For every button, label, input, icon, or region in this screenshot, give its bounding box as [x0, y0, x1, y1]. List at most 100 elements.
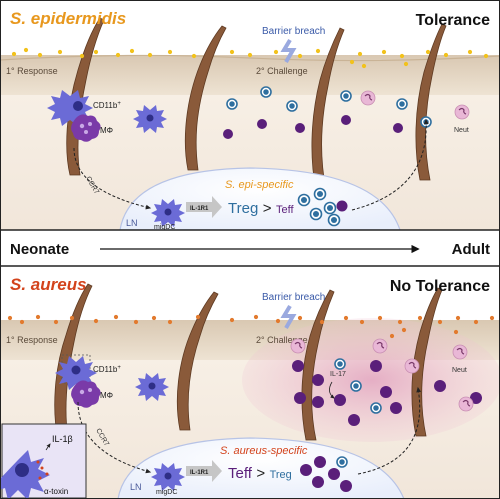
bacterium — [483, 53, 489, 59]
bacterium — [247, 52, 253, 58]
bacterium — [455, 315, 461, 321]
top-migdc-label: migDC — [154, 224, 175, 231]
treg-cell — [297, 193, 311, 207]
teff-cell — [470, 392, 482, 404]
inset-dc-nucleus — [15, 463, 29, 477]
treg-cell — [350, 380, 362, 392]
top-ln-label: LN — [126, 218, 138, 228]
teff-cell — [390, 402, 402, 414]
bacterium — [425, 49, 431, 55]
teff-cell — [434, 380, 446, 392]
bacterium — [315, 48, 321, 54]
bottom-barrier-label: Barrier breach — [262, 292, 325, 303]
bottom-challenge-label: 2° Challenge — [256, 335, 308, 345]
bottom-panel: S. aureus No Tolerance Barrier breach 1°… — [0, 266, 500, 499]
bottom-specific-label: S. aureus-specific — [220, 445, 308, 457]
bacterium — [473, 319, 479, 325]
treg-cell — [396, 98, 408, 110]
bottom-resident-dc-cell — [135, 373, 169, 401]
timeline: Neonate Adult — [0, 230, 500, 266]
bacterium — [443, 52, 449, 58]
bottom-outcome: No Tolerance — [390, 278, 490, 295]
svg-text:IL-1R1: IL-1R1 — [190, 206, 209, 212]
il17-label: IL-17 — [330, 371, 346, 378]
bacterium — [275, 318, 281, 324]
bacterium — [115, 52, 121, 58]
teff-cell — [292, 360, 304, 372]
top-barrier-label: Barrier breach — [262, 26, 325, 37]
bottom-macrophage-cell — [71, 380, 101, 408]
teff-cell — [340, 480, 352, 492]
teff-cell — [336, 200, 348, 212]
bacterium — [19, 319, 25, 325]
top-challenge-label: 2° Challenge — [256, 66, 308, 76]
bottom-migdc-cell — [151, 463, 185, 491]
bacterium — [7, 315, 13, 321]
top-response-label: 1° Response — [6, 66, 58, 76]
bacterium — [297, 53, 303, 59]
bacterium — [453, 329, 459, 335]
bacterium — [253, 314, 259, 320]
bacterium — [399, 53, 405, 59]
treg-cell — [334, 358, 346, 370]
bacterium — [357, 51, 363, 57]
treg-cell — [309, 207, 323, 221]
bottom-cd11b-label: CD11b+ — [93, 365, 121, 374]
bacterium — [437, 319, 443, 325]
bottom-title: S. aureus — [10, 275, 87, 294]
teff-cell — [312, 396, 324, 408]
bacterium — [35, 314, 41, 320]
top-macrophage-label: MΦ — [100, 126, 113, 135]
bacterium — [273, 49, 279, 55]
treg-cell — [260, 86, 272, 98]
bacterium — [11, 51, 17, 57]
teff-cell — [380, 386, 392, 398]
treg-cell — [336, 456, 348, 468]
teff-cell — [370, 360, 382, 372]
top-title: S. epidermidis — [10, 9, 126, 28]
bottom-ccr7-arrow — [77, 401, 152, 474]
neutrophil-cell — [290, 338, 306, 354]
treg-cell — [370, 402, 382, 414]
teff-cell — [341, 115, 351, 125]
bacterium — [319, 319, 325, 325]
epidermidis-bacteria — [11, 47, 489, 69]
resident-dc-cell — [133, 105, 167, 133]
teff-cell — [294, 392, 306, 404]
neutrophil-cell — [452, 344, 468, 360]
bacterium — [195, 314, 201, 320]
teff-cell — [312, 476, 324, 488]
inset-toxin-label: α-toxin — [44, 487, 68, 496]
bacterium — [23, 47, 29, 53]
teff-cell — [312, 374, 324, 386]
aureus-bacteria — [7, 314, 495, 339]
treg-cell — [327, 213, 341, 227]
bottom-il1r1-arrow: IL-1R1 — [186, 460, 222, 482]
top-neut-label: Neut — [454, 127, 469, 134]
timeline-start: Neonate — [10, 241, 69, 258]
bacterium — [79, 53, 85, 59]
top-panel: S. epidermidis Tolerance Barrier breach … — [0, 0, 500, 231]
inset-panel: IL-1β α-toxin — [0, 423, 87, 499]
bacterium — [297, 315, 303, 321]
teff-cell — [295, 123, 305, 133]
hair-follicles-bottom — [54, 283, 443, 441]
teff-cell — [348, 414, 360, 426]
bacterium — [53, 319, 59, 325]
svg-text:IL-1R1: IL-1R1 — [190, 470, 209, 476]
top-specific-label: S. epi-specific — [225, 179, 294, 191]
treg-cell — [286, 100, 298, 112]
inset-il1b-label: IL-1β — [52, 434, 73, 444]
bacterium — [191, 53, 197, 59]
bacterium — [167, 49, 173, 55]
neutrophil-cell — [454, 104, 470, 120]
bacterium — [359, 319, 365, 325]
bacterium — [377, 315, 383, 321]
bacterium — [401, 327, 407, 333]
neutrophil-cell — [404, 358, 420, 374]
treg-cell — [323, 201, 337, 215]
bottom-macrophage-label: MΦ — [100, 391, 113, 400]
barrier-breach-bolt-icon — [280, 38, 297, 64]
barrier-breach-bolt-icon — [280, 304, 297, 330]
